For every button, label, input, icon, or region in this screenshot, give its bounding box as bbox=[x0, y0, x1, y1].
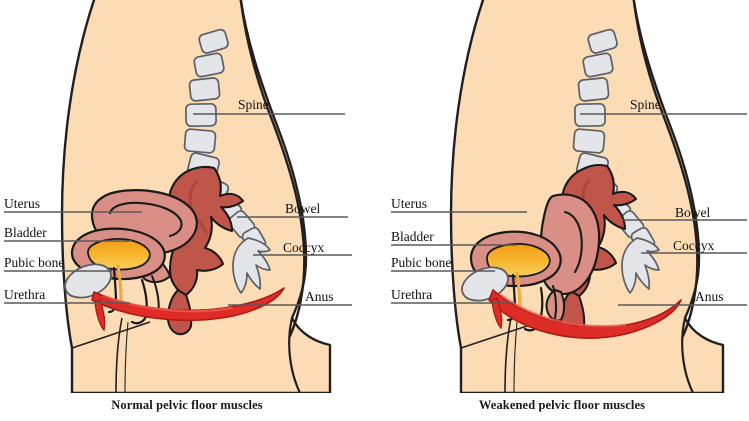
gluteal-fold-line bbox=[504, 317, 512, 393]
thigh-fold-line bbox=[513, 321, 518, 393]
label-anus: Anus bbox=[695, 289, 724, 304]
label-urethra: Urethra bbox=[391, 287, 433, 302]
leader-lines bbox=[4, 113, 352, 306]
label-spine: Spine bbox=[630, 97, 661, 112]
label-uterus: Uterus bbox=[4, 196, 40, 211]
thigh-fold-line bbox=[124, 321, 129, 393]
caption-normal: Normal pelvic floor muscles bbox=[111, 398, 263, 412]
label-bowel: Bowel bbox=[285, 201, 321, 216]
buttock-contour bbox=[288, 317, 301, 393]
lumbar-curve bbox=[632, 0, 699, 338]
leader-lines bbox=[391, 113, 747, 306]
pelvic-floor-muscle-highlight bbox=[102, 294, 234, 313]
label-coccyx: Coccyx bbox=[283, 240, 325, 255]
perineal-muscle-slip bbox=[491, 297, 503, 330]
urethra-lumen bbox=[116, 264, 123, 302]
label-uterus: Uterus bbox=[391, 196, 427, 211]
label-bladder: Bladder bbox=[391, 229, 434, 244]
label-urethra: Urethra bbox=[4, 287, 46, 302]
label-anus: Anus bbox=[305, 289, 334, 304]
caption-weakened: Weakened pelvic floor muscles bbox=[478, 398, 646, 412]
weakened-anatomy-illustration bbox=[391, 0, 747, 393]
coccyx bbox=[621, 237, 660, 294]
uterine-cavity bbox=[563, 210, 583, 274]
lower-abdomen-fold bbox=[71, 321, 151, 349]
coccyx bbox=[232, 237, 271, 294]
lumbar-curve bbox=[239, 0, 306, 338]
label-bladder: Bladder bbox=[4, 225, 47, 240]
label-pubic-bone: Pubic bone bbox=[4, 255, 65, 270]
urethra-lumen bbox=[515, 271, 522, 310]
perineal-muscle-slip bbox=[94, 299, 106, 332]
label-coccyx: Coccyx bbox=[673, 238, 715, 253]
label-spine: Spine bbox=[238, 97, 269, 112]
label-bowel: Bowel bbox=[675, 205, 711, 220]
panel-weakened: Uterus Bladder Pubic bone Urethra Spine … bbox=[375, 0, 749, 421]
buttock-contour bbox=[681, 317, 694, 393]
uterine-cavity bbox=[108, 201, 183, 238]
panel-normal: Uterus Bladder Pubic bone Urethra Spine … bbox=[0, 0, 374, 421]
label-pubic-bone: Pubic bone bbox=[391, 255, 452, 270]
gluteal-fold-line bbox=[115, 317, 123, 393]
normal-anatomy-illustration bbox=[4, 0, 352, 393]
